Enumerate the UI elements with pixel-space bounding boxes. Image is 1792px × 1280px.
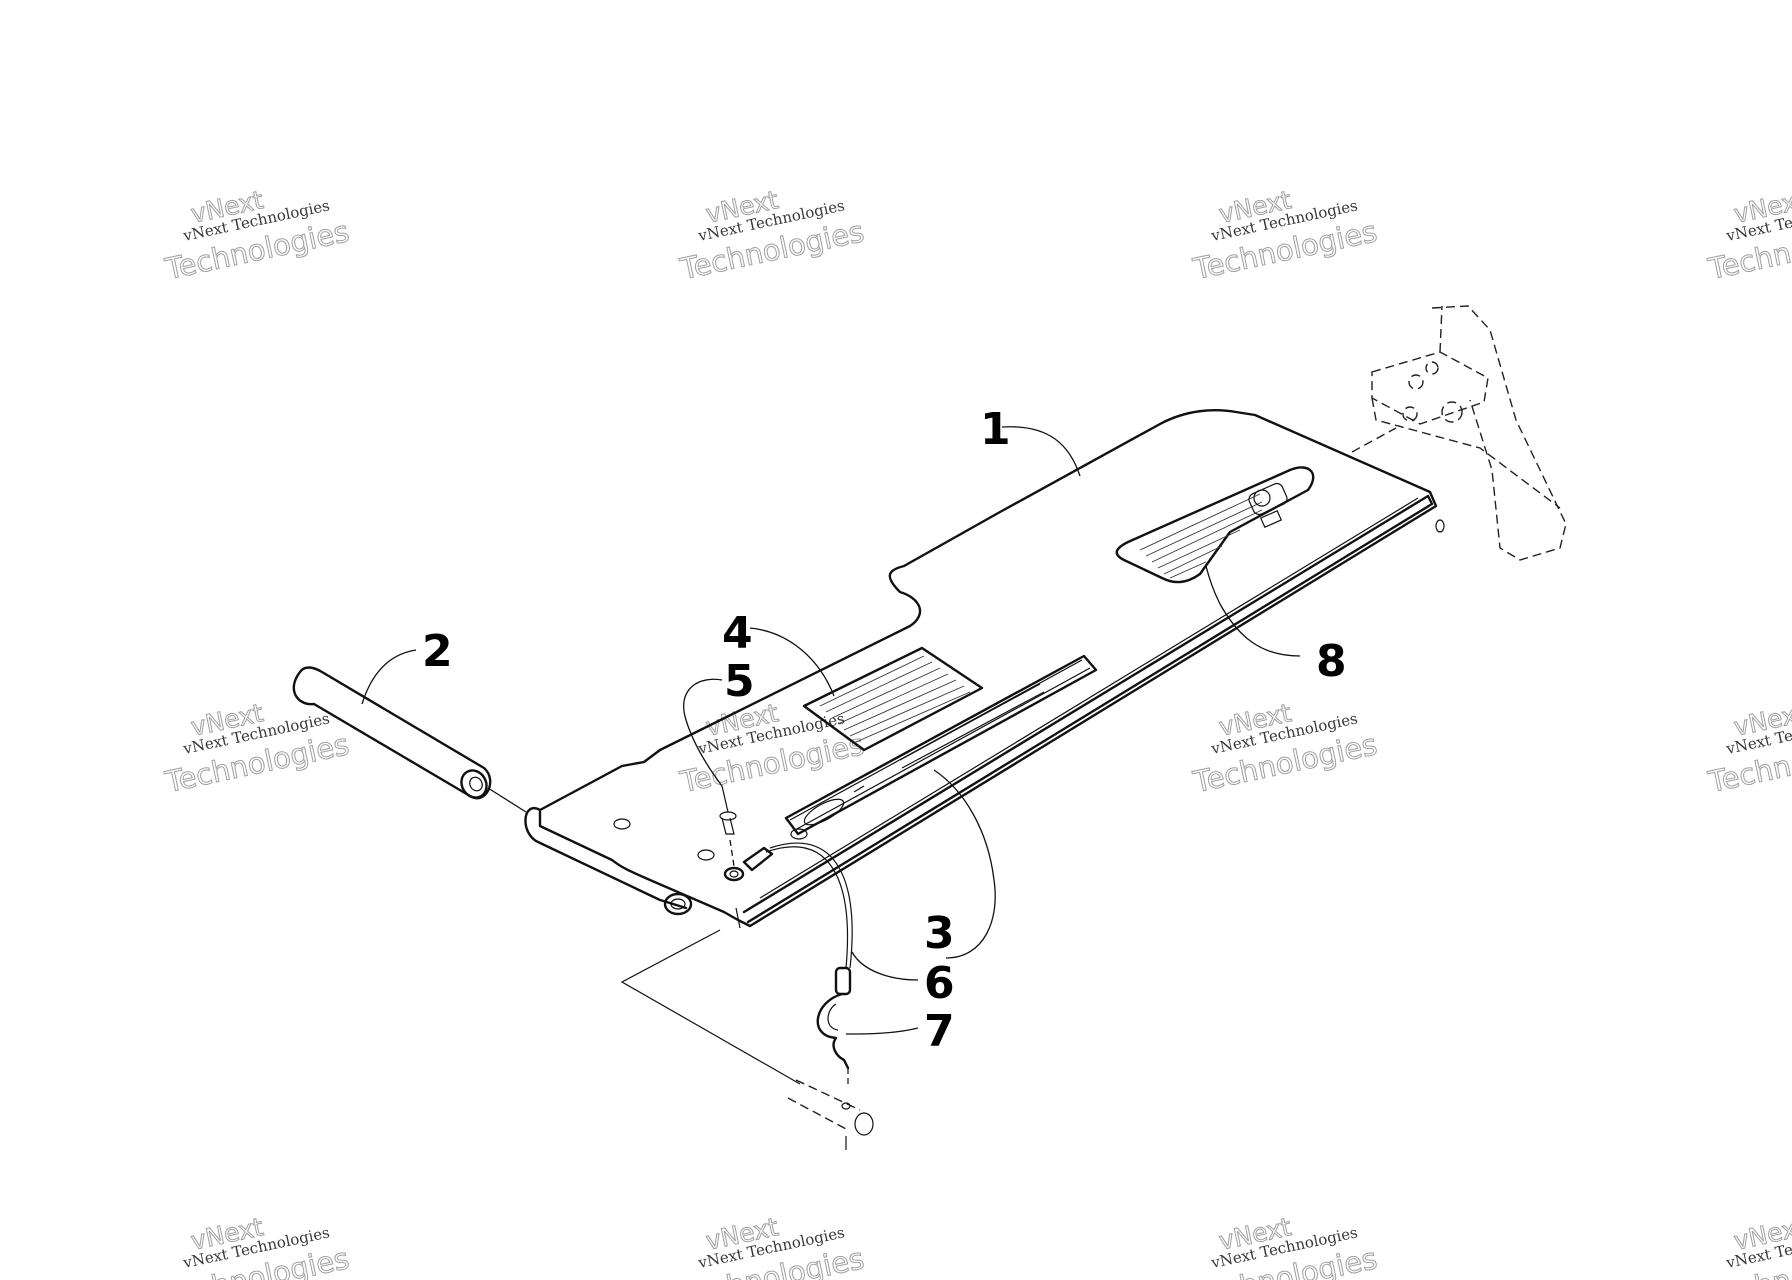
callout-3: 3 <box>924 908 955 959</box>
watermark: vNext vNext Technologies Technologies <box>1189 1212 1380 1280</box>
watermark: vNext vNext Technologies Technologies <box>676 1212 867 1280</box>
decal-4 <box>802 646 984 752</box>
callout-8: 8 <box>1316 636 1347 687</box>
callouts: 1 2 3 4 5 6 7 8 <box>422 404 1347 1057</box>
watermark: vNext vNext Technologies Technologies <box>676 698 867 800</box>
callout-1: 1 <box>980 404 1011 455</box>
rod <box>292 666 527 813</box>
watermark: vNext vNext Technologies Technologies <box>161 698 352 800</box>
watermark: vNext vNext Technologies Technologies <box>1189 185 1380 287</box>
watermark: vNext vNext Technologies Technologies <box>1704 1212 1792 1280</box>
watermark: vNext vNext Technologies Technologies <box>1704 698 1792 800</box>
watermark: vNext vNext Technologies Technologies <box>676 185 867 287</box>
drawbar-stub <box>787 1079 874 1150</box>
watermark: vNext vNext Technologies Technologies <box>161 185 352 287</box>
watermark-tiles: vNext vNext Technologies Technologies vN… <box>161 185 1792 1280</box>
callout-5: 5 <box>724 656 755 707</box>
callout-2: 2 <box>422 626 453 677</box>
callout-4: 4 <box>722 608 753 659</box>
mounting-bracket <box>1351 305 1567 561</box>
callout-6: 6 <box>924 958 955 1009</box>
watermark: vNext vNext Technologies Technologies <box>1704 185 1792 287</box>
storage-tray <box>524 409 1445 929</box>
decal-8 <box>1115 466 1315 584</box>
leader-lines <box>361 426 1301 1035</box>
watermark: vNext vNext Technologies Technologies <box>161 1212 352 1280</box>
decal-3 <box>784 654 1098 836</box>
watermark: vNext vNext Technologies Technologies <box>1189 698 1380 800</box>
hitch-pin <box>719 785 737 867</box>
callout-7: 7 <box>924 1006 955 1057</box>
r-clip <box>816 992 850 1088</box>
reference-line <box>620 929 801 1085</box>
